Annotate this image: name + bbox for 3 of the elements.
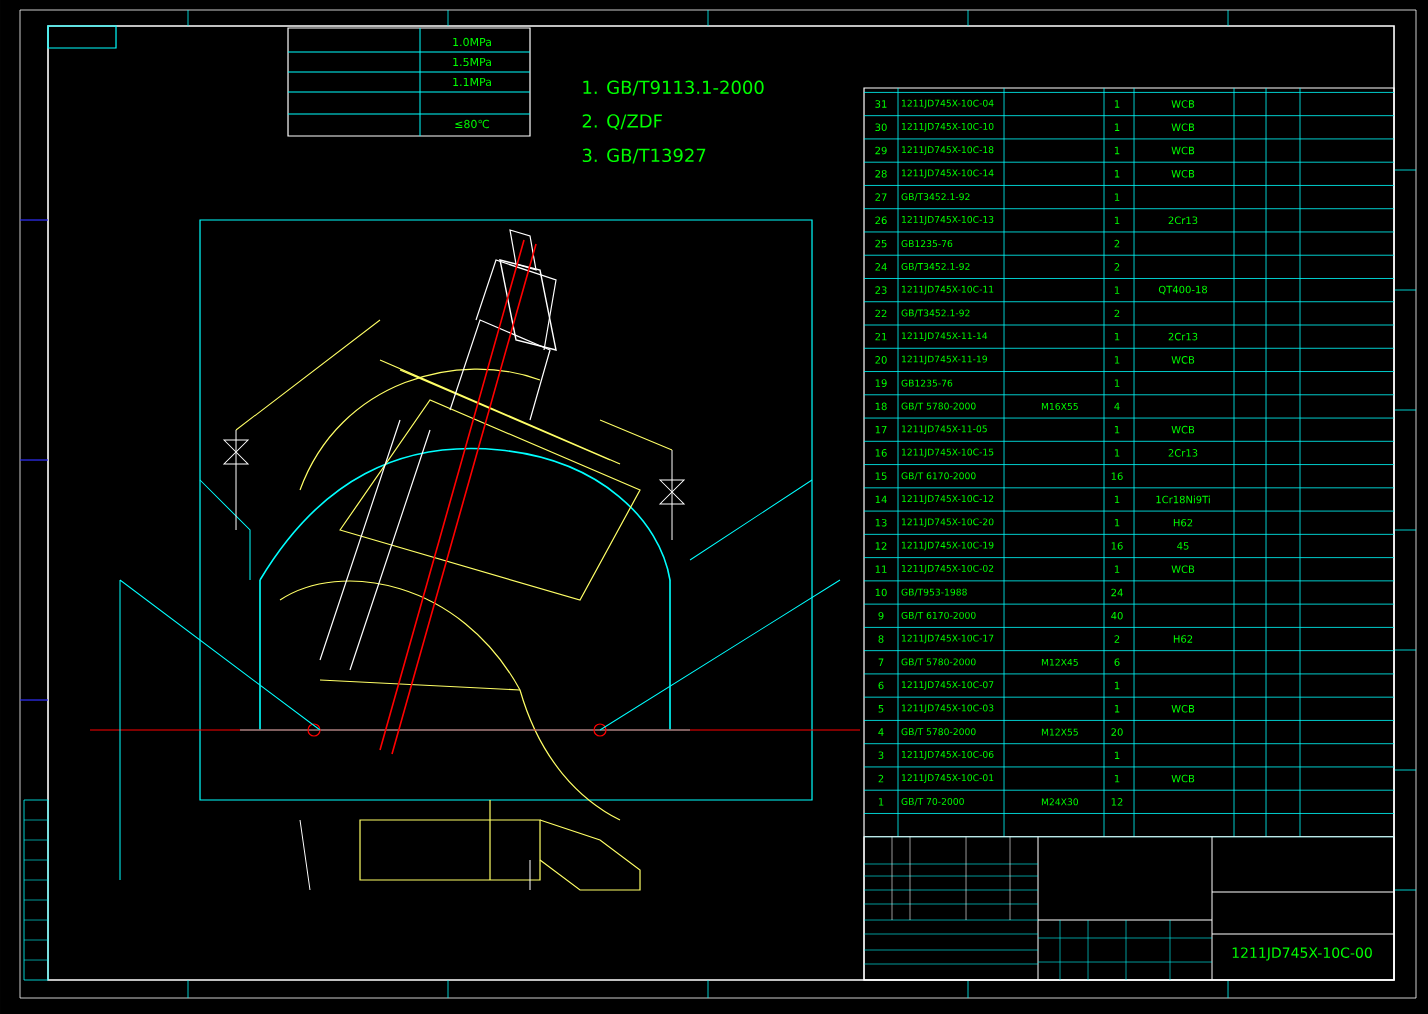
note-text: 2. Q/ZDF <box>582 114 662 130</box>
note-text: 3. GB/T13927 <box>582 148 706 164</box>
note-text: 1. GB/T9113.1-2000 <box>583 80 764 96</box>
